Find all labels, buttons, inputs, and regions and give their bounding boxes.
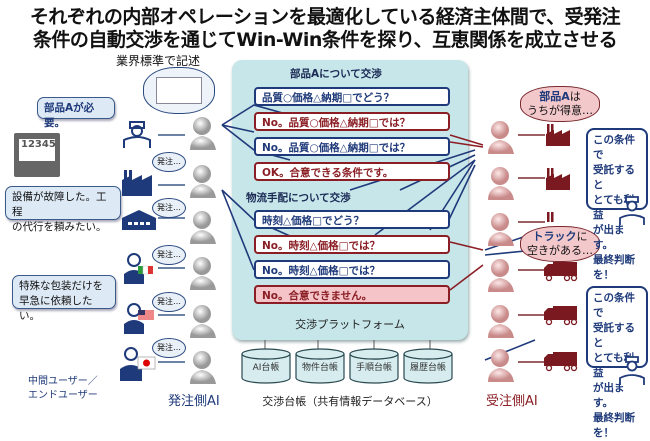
callout-line: とても利益 [593,352,635,379]
callout-equipment-failure: 設備が故障した。工程 の代行を頼みたい。 [5,186,121,233]
order-thought-cloud: 発注… [152,152,186,172]
database-label: AI台帳 [252,363,280,373]
robot-icon [190,257,216,290]
thought-bold: トラック [532,230,577,243]
robot-icon [488,305,514,338]
callout-line: とても利益 [593,194,635,221]
factory-icon [546,124,570,146]
callout-line: 受託すると [593,322,635,349]
callout-line: を！ [593,427,614,439]
database-label: 履歴台帳 [409,363,446,373]
callout-line: 最終判断 [593,412,635,424]
robot-icon [488,259,514,292]
ordering-ai-label: 発注側AI [168,394,220,409]
female-user-italy-icon [124,253,153,284]
thought-text: うちが得意… [527,104,593,117]
users-label-line: 中間ユーザー／ [28,376,98,387]
worker-icon [123,121,151,148]
callout-line: 早急に依頼したい。 [19,295,93,322]
receiving-ai-label: 受注側AI [486,394,538,409]
order-thought-cloud: 発注… [152,338,186,358]
users-label: 中間ユーザー／ エンドユーザー [28,375,98,403]
standard-description-cloud [143,67,215,114]
meter-device-icon: 12345 [14,133,60,177]
message-receiver: OK。合意できる条件です。 [254,162,450,181]
code-document-icon [156,77,202,104]
robot-icon [488,121,514,154]
section-heading-part-a: 部品Aについて交渉 [290,68,382,80]
robot-icon [488,213,514,246]
callout-line: 最終判断 [593,254,635,266]
callout-line: 受託すると [593,164,635,191]
message-receiver: No。時刻△価格□では？ [254,235,450,254]
factory-icon [547,212,554,222]
order-thought-cloud: 発注… [152,292,186,312]
title-line-2: 条件の自動交渉を通じてWin-Win条件を探り、互恵関係を成立させる [32,29,618,51]
link-left-1 [221,104,287,126]
database-label: 物件台帳 [301,363,338,373]
callout-line: 特殊な包装だけを [19,280,103,292]
callout-part-a-needed: 部品Aが必要。 [37,97,115,129]
callout-profit-decision-logistics: この条件で 受託すると とても利益 が出ます。 最終判断 を！ [586,286,648,439]
robot-icon [488,167,514,200]
order-thought-cloud: 発注… [152,198,186,218]
thought-text: に [576,230,588,243]
database-label: 手順台帳 [355,363,392,373]
database-group [241,348,453,384]
robot-icon [488,349,514,382]
ordering-ai-robots [190,117,216,384]
truck-icon [544,306,578,326]
callout-line: の代行を頼みたい。 [12,221,107,233]
callout-line: が出ます。 [593,224,625,251]
ledger-label: 交渉台帳（共有情報データベース） [262,395,438,408]
message-receiver-rejected: No。合意できません。 [254,285,450,304]
thought-cloud-truck-available: トラックに 空きがある… [520,226,600,262]
robot-icon [190,351,216,384]
truck-icon [544,262,578,282]
robot-icon [190,117,216,150]
order-thought-cloud: 発注… [152,245,186,265]
thought-cloud-part-a-specialty: 部品Aは うちが得意… [520,86,600,122]
robot-icon [190,211,216,244]
receiving-ai-robots [488,121,514,382]
callout-line: この条件で [593,134,635,161]
title-line-1: それぞれの内部オペレーションを最適化している経済主体間で、受発注 [29,6,621,28]
worker-icon [619,196,645,225]
callout-special-packaging: 特殊な包装だけを 早急に依頼したい。 [12,275,116,322]
thought-bold: 部品A [539,90,570,103]
message-receiver: No。品質○価格△納期□では？ [254,112,450,131]
robot-icon [190,165,216,198]
users-label-line: エンドユーザー [28,390,98,401]
worker-icon [619,356,645,385]
robot-icon [190,305,216,338]
truck-icon [544,352,578,372]
thought-text: は [569,90,581,103]
message-orderer: No。品質○価格△納期□では？ [254,137,450,156]
message-orderer: 品質○価格△納期□でどう？ [254,87,450,106]
callout-line: この条件で [593,292,635,319]
message-orderer: 時刻△価格□でどう？ [254,210,450,229]
factory-icon [546,168,570,190]
callout-line: 設備が故障した。工程 [12,191,107,218]
platform-label: 交渉プラットフォーム [295,318,405,331]
male-user-japan-icon [120,347,156,381]
meter-display: 12345 [18,138,56,162]
warehouse-icon [122,210,156,230]
message-orderer: No。時刻△価格□では？ [254,260,450,279]
factory-icon [122,170,152,196]
callout-line: が出ます。 [593,382,625,409]
thought-text: 空きがある… [527,244,593,257]
callout-line: を！ [593,269,614,281]
section-heading-logistics: 物流手配について交渉 [246,192,351,204]
industry-standard-label: 業界標準で記述 [116,54,201,68]
female-user-usa-icon [124,303,154,334]
